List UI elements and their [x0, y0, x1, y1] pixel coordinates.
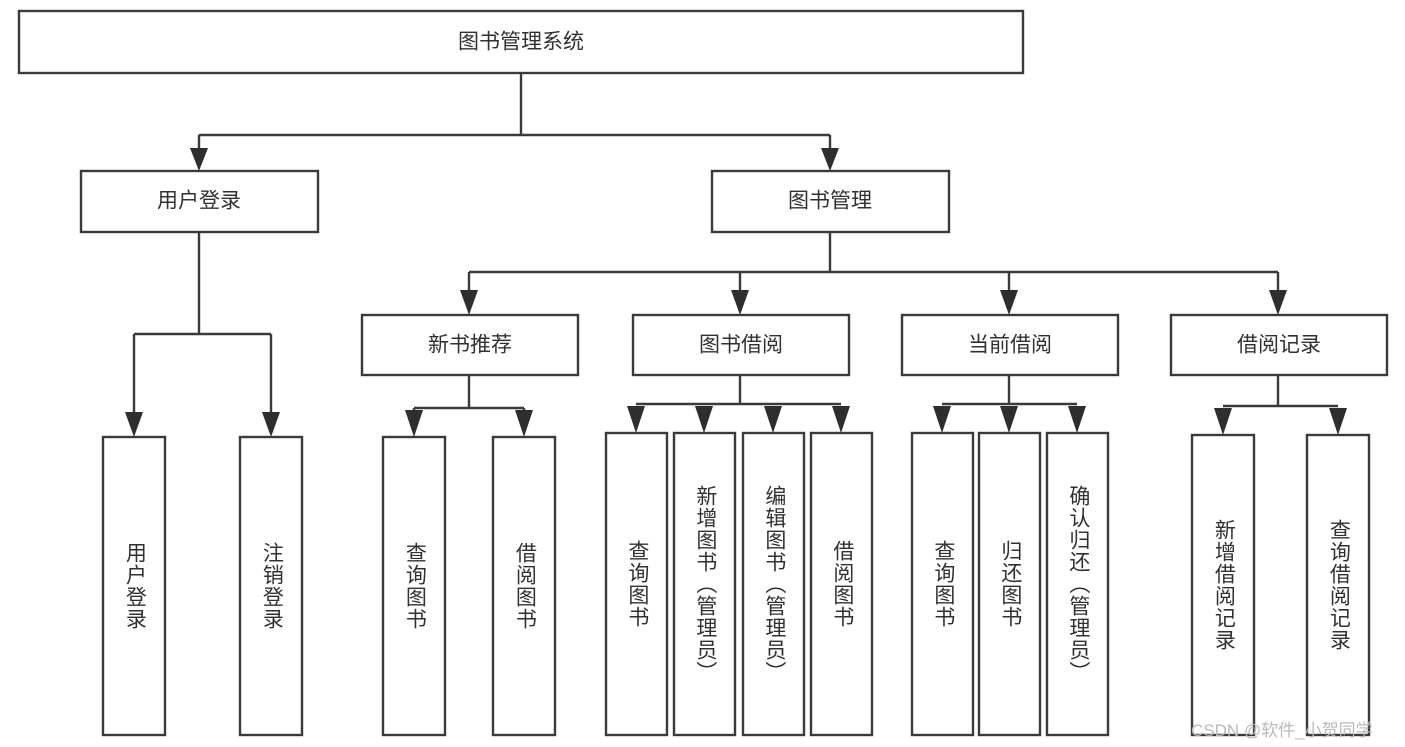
- leafbox-query-record[interactable]: [1305, 433, 1371, 737]
- connector-group-borrow-record: [1214, 375, 1347, 435]
- node-book-borrow-box[interactable]: [631, 313, 851, 377]
- arrowhead-leaf-return-book: [1000, 406, 1018, 433]
- connector-group-root: [190, 73, 839, 171]
- arrowhead-borrow-record: [1269, 290, 1287, 315]
- arrowhead-user-login: [190, 148, 208, 171]
- leafbox-add-record[interactable]: [1190, 433, 1256, 737]
- node-borrow-record-box[interactable]: [1169, 313, 1389, 377]
- leafbox-query-book-2[interactable]: [604, 431, 669, 737]
- arrowhead-leaf-confirm-return: [1068, 406, 1086, 433]
- leafbox-borrow-book-1[interactable]: [491, 435, 557, 737]
- connector-group-user-login: [125, 232, 280, 437]
- connector-group-current-borrow: [933, 375, 1086, 433]
- node-current-borrow-label: 当前借阅: [968, 334, 1052, 357]
- arrowhead-book-management: [821, 148, 839, 171]
- connector-group-book-borrow: [627, 375, 850, 433]
- arrowhead-leaf-user-logout: [262, 412, 280, 437]
- node-user-login-box[interactable]: [79, 169, 320, 234]
- arrowhead-leaf-query-book-1: [405, 410, 423, 437]
- leafbox-edit-book[interactable]: [741, 431, 806, 737]
- leafbox-user-login[interactable]: [101, 435, 167, 737]
- leafbox-confirm-return[interactable]: [1045, 431, 1110, 737]
- arrowhead-leaf-query-book-3: [933, 406, 951, 433]
- arrowhead-current-borrow: [1000, 290, 1018, 315]
- node-book-borrow-label: 图书借阅: [699, 334, 783, 357]
- node-root-label: 图书管理系统: [458, 31, 584, 54]
- node-book-management-box[interactable]: [710, 169, 951, 234]
- leafbox-add-book[interactable]: [672, 431, 737, 737]
- arrowhead-leaf-edit-book: [764, 406, 782, 433]
- arrowhead-leaf-add-record: [1214, 408, 1232, 435]
- connector-group-book-management: [460, 232, 1287, 315]
- leafbox-query-book-3[interactable]: [910, 431, 975, 737]
- node-new-book-recommend-label: 新书推荐: [428, 334, 512, 357]
- arrowhead-leaf-add-book: [695, 406, 713, 433]
- node-user-login-label: 用户登录: [157, 190, 241, 213]
- node-borrow-record-label: 借阅记录: [1237, 334, 1321, 357]
- node-root-box[interactable]: [17, 9, 1025, 75]
- leafbox-user-logout[interactable]: [238, 435, 304, 737]
- arrowhead-leaf-borrow-book-1: [515, 410, 533, 437]
- arrowhead-leaf-query-book-2: [627, 406, 645, 433]
- leafbox-borrow-book-2[interactable]: [809, 431, 874, 737]
- csdn-watermark: CSDN @软件_小贺同学: [1191, 721, 1373, 740]
- arrowhead-leaf-query-record: [1329, 408, 1347, 435]
- node-new-book-recommend-box[interactable]: [360, 313, 580, 377]
- arrowhead-leaf-user-login: [125, 412, 143, 437]
- arrowhead-book-borrow: [731, 290, 749, 315]
- node-current-borrow-box[interactable]: [900, 313, 1120, 377]
- leafbox-query-book-1[interactable]: [381, 435, 447, 737]
- arrowhead-leaf-borrow-book-2: [832, 406, 850, 433]
- connector-group-new-book-recommend: [405, 375, 533, 437]
- leafbox-return-book[interactable]: [977, 431, 1042, 737]
- arrowhead-new-book-recommend: [460, 290, 478, 315]
- node-book-management-label: 图书管理: [788, 190, 872, 213]
